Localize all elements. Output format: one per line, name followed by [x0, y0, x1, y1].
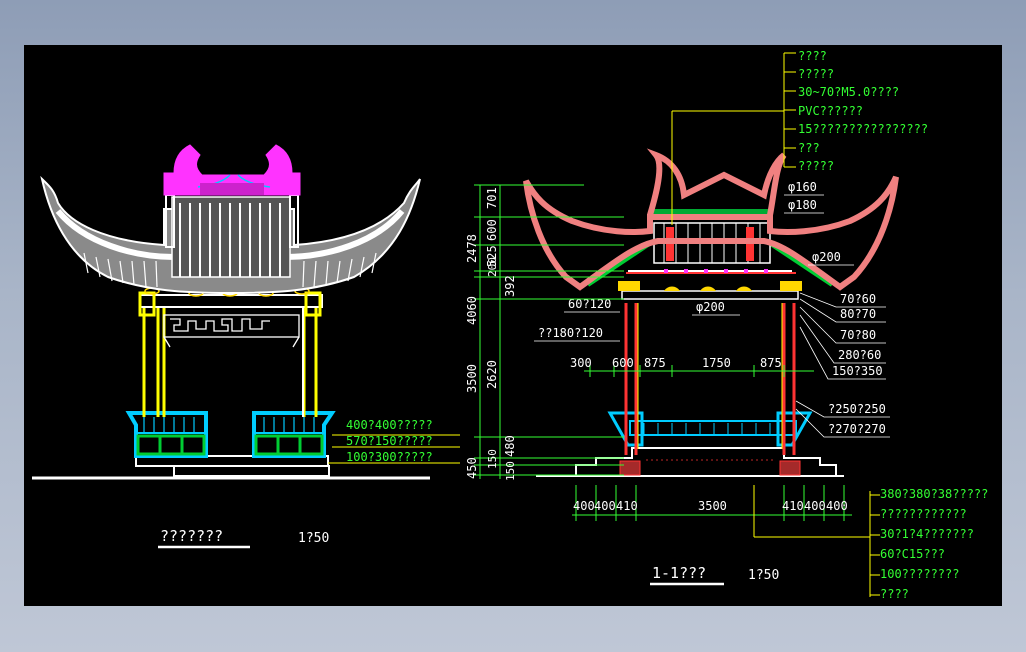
lintel-beam: [139, 294, 323, 308]
horizontal-dimension-top: [584, 365, 814, 377]
section-scale: 1?50: [748, 568, 779, 583]
member-left-1: 60?120: [568, 297, 611, 311]
bench-panels: [136, 434, 324, 456]
hdim-top-1: 300: [570, 356, 592, 370]
roof-layer-5: 15????????????????: [798, 122, 928, 136]
footing-right: [779, 460, 801, 476]
vdim-outer-3: 3500: [465, 364, 479, 393]
vdim-inner-5: 392: [503, 275, 517, 297]
cad-drawing-viewport[interactable]: 400?400????? 570?150????? 100?300????? ?…: [24, 45, 1002, 606]
vertical-dimension-lines: [474, 184, 624, 479]
section-beam: [621, 290, 799, 300]
front-note-2: 570?150?????: [346, 434, 433, 448]
hdim-top-5: 875: [760, 356, 782, 370]
base-step-lower: [173, 465, 330, 477]
vdim-inner-4: 200: [486, 257, 499, 277]
bench-right: [252, 411, 336, 458]
vdim-inner-1: 701: [485, 187, 499, 209]
section-ridge-ornament: [646, 148, 787, 216]
section-roof: [523, 175, 899, 291]
column-size-2: ?270?270: [828, 422, 886, 436]
lattice-frieze: [163, 314, 300, 348]
hdim-bottom-6: 400: [804, 499, 826, 513]
horizontal-dimension-bottom: [572, 485, 852, 521]
hdim-top-3: 875: [644, 356, 666, 370]
foundation-note-4: 60?C15???: [880, 547, 945, 561]
vdim-outer-2: 4060: [465, 296, 479, 325]
member-right-4: 280?60: [838, 348, 881, 362]
section-brackets: [618, 281, 802, 291]
vdim-inner-7: 480: [503, 435, 517, 457]
diameter-label-3: φ200: [812, 250, 841, 264]
cad-drawing-canvas: 400?400????? 570?150????? 100?300????? ?…: [32, 49, 988, 601]
foundation-note-1: 380?380?38?????: [880, 487, 988, 501]
member-right-2: 80?70: [840, 307, 876, 321]
diameter-label-2: φ180: [788, 198, 817, 212]
front-elevation-title: ???????: [160, 527, 223, 545]
foundation-note-5: 100????????: [880, 567, 959, 581]
front-elevation: 400?400????? 570?150????? 100?300????? ?…: [32, 144, 460, 549]
section-columns: [624, 303, 796, 455]
hdim-bottom-5: 410: [782, 499, 804, 513]
section-railing: [629, 420, 797, 436]
front-elevation-scale: 1?50: [298, 531, 329, 546]
hdim-bottom-4: 3500: [698, 499, 727, 513]
column-size-1: ?250?250: [828, 402, 886, 416]
roof-tiles: [83, 252, 377, 288]
member-left-2: ??180?120: [538, 326, 603, 340]
section-1-1: ???? ????? 30~70?M5.0???? PVC?????? 15??…: [465, 49, 988, 601]
foundation-note-6: ????: [880, 587, 909, 601]
hdim-bottom-2: 400: [594, 499, 616, 513]
foundation-note-3: 30?1?4???????: [880, 527, 974, 541]
vdim-inner-8: 150: [486, 449, 499, 469]
footing-left: [619, 460, 641, 476]
roof-layer-1: ????: [798, 49, 827, 63]
front-note-1: 400?400?????: [346, 418, 433, 432]
hdim-bottom-7: 400: [826, 499, 848, 513]
vdim-inner-3: 525: [485, 245, 499, 267]
hdim-top-2: 600: [612, 356, 634, 370]
member-right-3: 70?80: [840, 328, 876, 342]
front-note-3: 100?300?????: [346, 450, 433, 464]
vdim-inner-2: 600: [485, 219, 499, 241]
front-columns: [142, 307, 318, 417]
roof-layer-2: ?????: [798, 67, 834, 81]
roof-layer-4: PVC??????: [798, 104, 863, 118]
vdim-inner-9: 150: [504, 461, 517, 481]
hdim-bottom-3: 410: [616, 499, 638, 513]
roof-layer-6: ???: [798, 141, 820, 155]
vdim-inner-6: 2620: [485, 360, 499, 389]
member-right-1: 70?60: [840, 292, 876, 306]
diameter-label-4: φ200: [696, 300, 725, 314]
member-right-5: 150?350: [832, 364, 883, 378]
foundation-note-2: ????????????: [880, 507, 967, 521]
bench-left: [125, 411, 208, 458]
roof-layer-3: 30~70?M5.0????: [798, 85, 899, 99]
ridge-ornament: [163, 144, 301, 196]
hdim-top-4: 1750: [702, 356, 731, 370]
section-title: 1-1???: [652, 564, 706, 582]
diameter-label-1: φ160: [788, 180, 817, 194]
roof-layer-7: ?????: [798, 159, 834, 173]
vdim-outer-1: 2478: [465, 234, 479, 263]
vdim-outer-4: 450: [465, 457, 479, 479]
hdim-bottom-1: 400: [573, 499, 595, 513]
